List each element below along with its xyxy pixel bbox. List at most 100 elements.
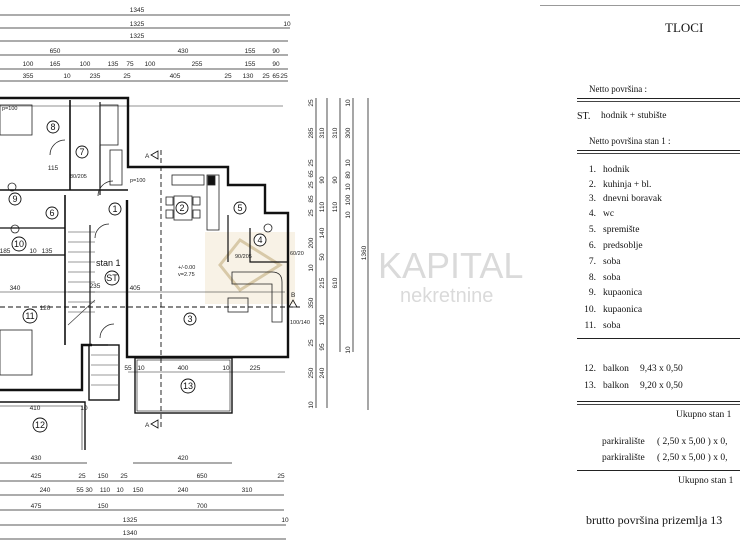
section-lines: [0, 150, 300, 428]
item-number: 1.: [588, 165, 596, 175]
item-label: soba: [603, 273, 621, 283]
item-number: 2.: [588, 180, 596, 190]
dimension-label: 90: [332, 176, 339, 184]
balcony-dims: 9,43 x 0,50: [640, 364, 683, 374]
dimension-label: 410: [30, 405, 41, 412]
dimension-label: 255: [192, 61, 203, 68]
dimension-label: 650: [50, 48, 61, 55]
dimension-label: 240: [40, 487, 51, 494]
room-number: 11: [25, 311, 34, 321]
room-number-11: 11: [22, 308, 38, 324]
section-marker-b: B: [291, 292, 295, 299]
room-number: 7: [79, 147, 84, 157]
dimension-label: 1325: [130, 21, 145, 28]
dimension-label: 30: [85, 487, 93, 494]
note-level: +/-0.00: [178, 265, 195, 271]
section-marker-a-top: A: [145, 153, 150, 160]
watermark-logo-icon: [218, 238, 283, 292]
ukupno-stan-1: Ukupno stan 1: [676, 410, 732, 420]
room-number-10: 10: [11, 236, 27, 252]
ukupno-stan-1-total: Ukupno stan 1: [678, 476, 734, 486]
dimension-label: 235: [90, 73, 101, 80]
dimension-label: 135: [108, 61, 119, 68]
room-number: 6: [49, 208, 54, 218]
stan-label: stan 1: [96, 258, 121, 268]
note-window-a: 60/20: [290, 251, 304, 257]
dimension-label: 25: [308, 159, 315, 167]
room-number-8: 8: [46, 120, 60, 134]
balcony-number: 12.: [584, 364, 596, 374]
item-number: 5.: [588, 225, 596, 235]
note-door-b: 90/205: [235, 254, 252, 260]
dimension-label: 1345: [130, 7, 145, 14]
netto-stan-label: Netto površina stan 1 :: [589, 136, 671, 146]
dimension-label: 475: [31, 503, 42, 510]
dimension-label: 25: [262, 73, 270, 80]
dimension-label: 100: [319, 314, 326, 325]
room-circle: [8, 192, 22, 206]
balcony-label: balkon: [603, 381, 629, 391]
dimension-label: 610: [332, 277, 339, 288]
item-number: 11.: [584, 321, 596, 331]
dimension-label: 110: [100, 487, 111, 494]
room-number: ST: [106, 273, 118, 283]
item-label: soba: [603, 257, 621, 267]
dimension-label: 155: [245, 61, 256, 68]
dimension-label: 55: [124, 365, 132, 372]
dimension-label: 10: [345, 159, 352, 167]
section-markers: A A B: [145, 150, 298, 429]
room-number-12: 12: [32, 417, 48, 433]
dimension-label: 85: [308, 195, 315, 203]
dimension-label: 355: [23, 73, 34, 80]
dining-table: [173, 195, 193, 221]
room-number-2: 2: [175, 201, 189, 215]
dimension-label: 310: [332, 127, 339, 138]
parking-dims: ( 2,50 x 5,00 ) x 0,: [657, 437, 728, 447]
dimension-label: 120: [40, 305, 51, 312]
item-label: hodnik: [603, 165, 630, 175]
room-number-7: 7: [75, 145, 89, 159]
dimension-label: 100: [80, 61, 91, 68]
dimension-label: 1360: [361, 245, 368, 260]
room-circle: [11, 236, 27, 252]
room-circle: [175, 201, 189, 215]
dimension-label: 1340: [123, 530, 138, 537]
st-label: hodnik + stubište: [601, 111, 667, 121]
item-number: 10.: [584, 305, 596, 315]
room-number: 10: [14, 239, 24, 249]
room-number-9: 9: [8, 192, 22, 206]
dimension-label: 10: [308, 264, 315, 272]
dimension-label: 155: [245, 48, 256, 55]
dimension-label: 140: [319, 227, 326, 238]
divider: [577, 98, 740, 102]
item-label: wc: [603, 209, 615, 219]
dimension-label: 25: [308, 339, 315, 347]
dimension-label: 25: [280, 73, 288, 80]
divider: [577, 150, 740, 154]
dimension-label: 10: [345, 211, 352, 219]
exterior-wall-left: [0, 343, 92, 392]
notes: p=100 p=100 +/-0.00 v=2.75 80/205 90/205…: [2, 106, 310, 326]
room-circle: [233, 201, 247, 215]
dimension-label: 150: [98, 503, 109, 510]
room-circle: [108, 202, 122, 216]
dimension-label: 430: [31, 455, 42, 462]
parking-label: parkiralište: [602, 437, 645, 447]
dimension-label: 25: [120, 473, 128, 480]
dimension-label: 650: [197, 473, 208, 480]
furniture: [0, 104, 283, 376]
staircase: [67, 231, 118, 386]
dimension-label: 10: [29, 248, 37, 255]
room-number-1: 1: [108, 202, 122, 216]
entry-stairs: [88, 344, 120, 401]
note-door-a: 80/205: [70, 174, 87, 180]
note-p100-b: p=100: [130, 178, 145, 184]
netto-label: Netto površina :: [589, 84, 647, 94]
dimension-label: 10: [345, 183, 352, 191]
item-label: predsoblje: [603, 241, 643, 251]
dimension-label: 115: [48, 165, 59, 172]
dimension-label: 240: [319, 367, 326, 378]
dimension-lines: [0, 14, 369, 540]
